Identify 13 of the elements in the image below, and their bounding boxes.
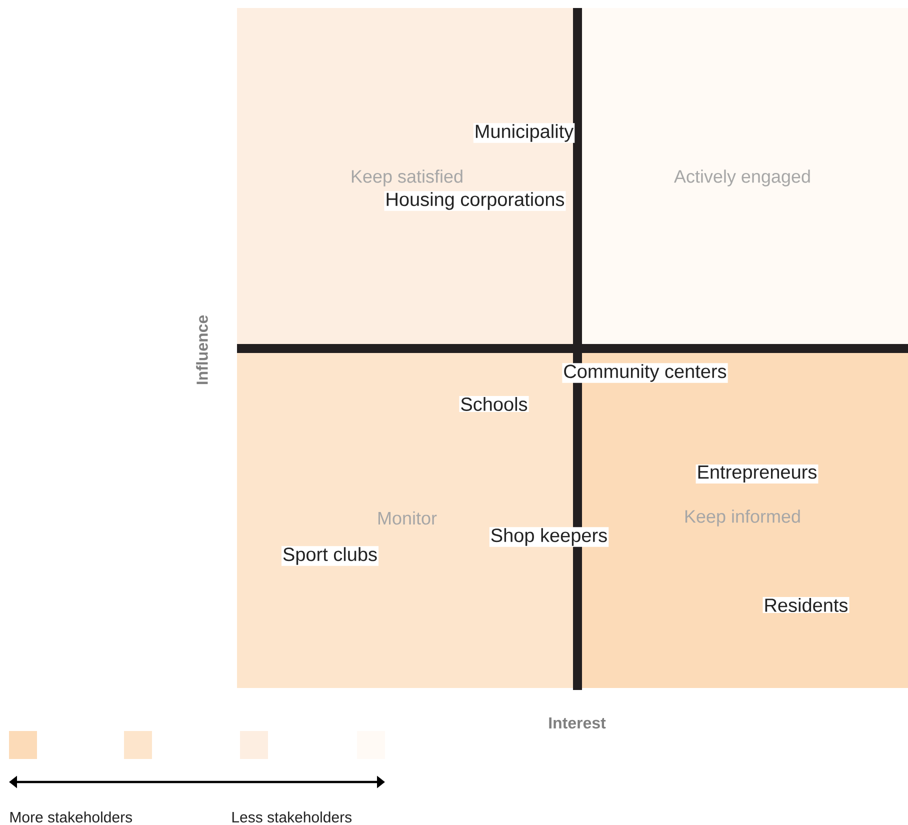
scale-label: Less stakeholders <box>232 812 352 823</box>
axis-label: Influence <box>196 315 208 384</box>
stakeholder-label: Municipality <box>473 123 575 143</box>
stakeholder-label: Shop keepers <box>489 527 609 547</box>
stakeholder-label: Community centers <box>562 363 728 383</box>
stakeholder-label: Housing corporations <box>384 191 566 211</box>
scale-label: More stakeholders <box>10 812 132 823</box>
stakeholder-label: Residents <box>762 597 850 613</box>
stakeholder-label: Sport clubs <box>281 546 379 566</box>
axis-label: Interest <box>549 717 606 729</box>
stakeholder-label: Entrepreneurs <box>696 464 818 484</box>
quadrant: Actively engaged <box>577 8 908 348</box>
stakeholder-label: Schools <box>459 396 529 412</box>
